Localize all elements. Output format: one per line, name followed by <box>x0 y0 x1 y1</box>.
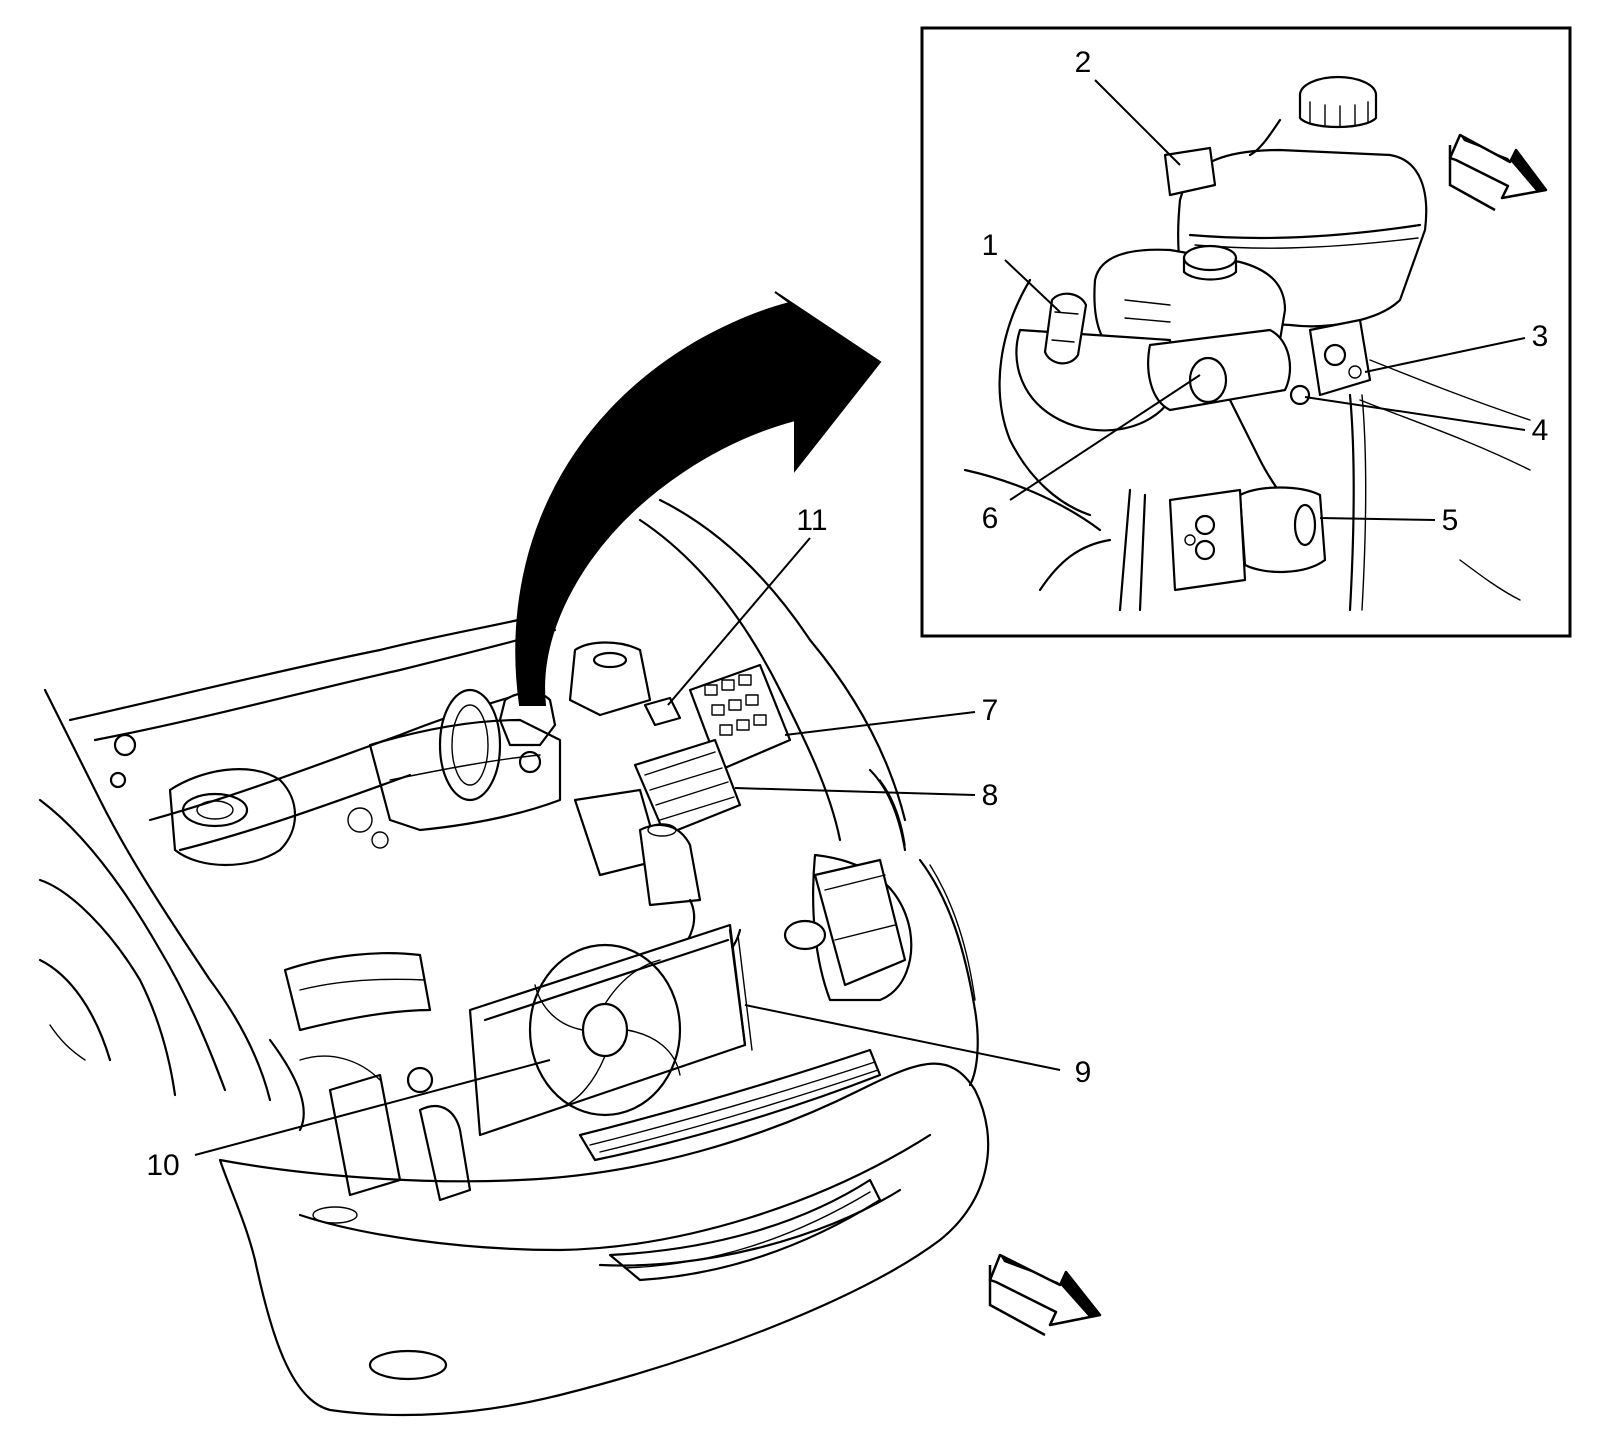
callout-7: 7 <box>982 694 999 727</box>
module-connector <box>643 696 682 727</box>
curved-arrow-icon <box>515 291 882 706</box>
front-bumper <box>218 1062 990 1417</box>
vehicle-front-view <box>38 498 990 1417</box>
horn <box>783 919 827 951</box>
forward-direction-arrow-icon <box>1448 133 1548 212</box>
leader-lines <box>194 79 1526 1156</box>
upper-grille <box>578 1048 882 1162</box>
coolant-reservoir <box>568 641 652 717</box>
radiator-assembly <box>468 923 753 1137</box>
left-strut-tower <box>168 768 297 866</box>
proportioning-valve <box>1289 384 1311 406</box>
callout-11: 11 <box>796 504 827 537</box>
brake-pipe-fitting <box>1308 318 1372 397</box>
abs-module <box>633 738 742 837</box>
air-cleaner <box>813 858 907 987</box>
callout-2: 2 <box>1075 46 1092 79</box>
callout-3: 3 <box>1532 320 1549 353</box>
abs-modulator <box>1168 486 1327 592</box>
callout-1: 1 <box>982 229 999 262</box>
surge-tank-connector <box>1163 146 1217 197</box>
forward-direction-arrow-icon <box>988 1253 1102 1337</box>
brake-fluid-level-sensor <box>1043 292 1088 365</box>
callout-9: 9 <box>1075 1056 1092 1089</box>
lower-grille <box>608 1178 882 1282</box>
callout-8: 8 <box>982 779 999 812</box>
master-cylinder <box>1147 328 1292 412</box>
callout-5: 5 <box>1442 504 1459 537</box>
detail-inset <box>920 26 1572 638</box>
callout-6: 6 <box>982 502 999 535</box>
callout-4: 4 <box>1532 414 1549 447</box>
callout-10: 10 <box>146 1149 179 1182</box>
brake-booster <box>438 688 502 802</box>
fog-lamp <box>368 1349 448 1381</box>
right-fender <box>658 498 907 822</box>
washer-fluid-reservoir <box>638 823 702 907</box>
cowl-panel <box>68 613 542 722</box>
cooling-fan <box>528 943 682 1117</box>
radiator-support <box>328 1073 402 1197</box>
left-fender <box>43 688 272 1102</box>
callout-labels: 1 2 3 4 5 6 7 8 9 10 11 <box>146 46 1548 1182</box>
engine-cover <box>368 718 562 832</box>
